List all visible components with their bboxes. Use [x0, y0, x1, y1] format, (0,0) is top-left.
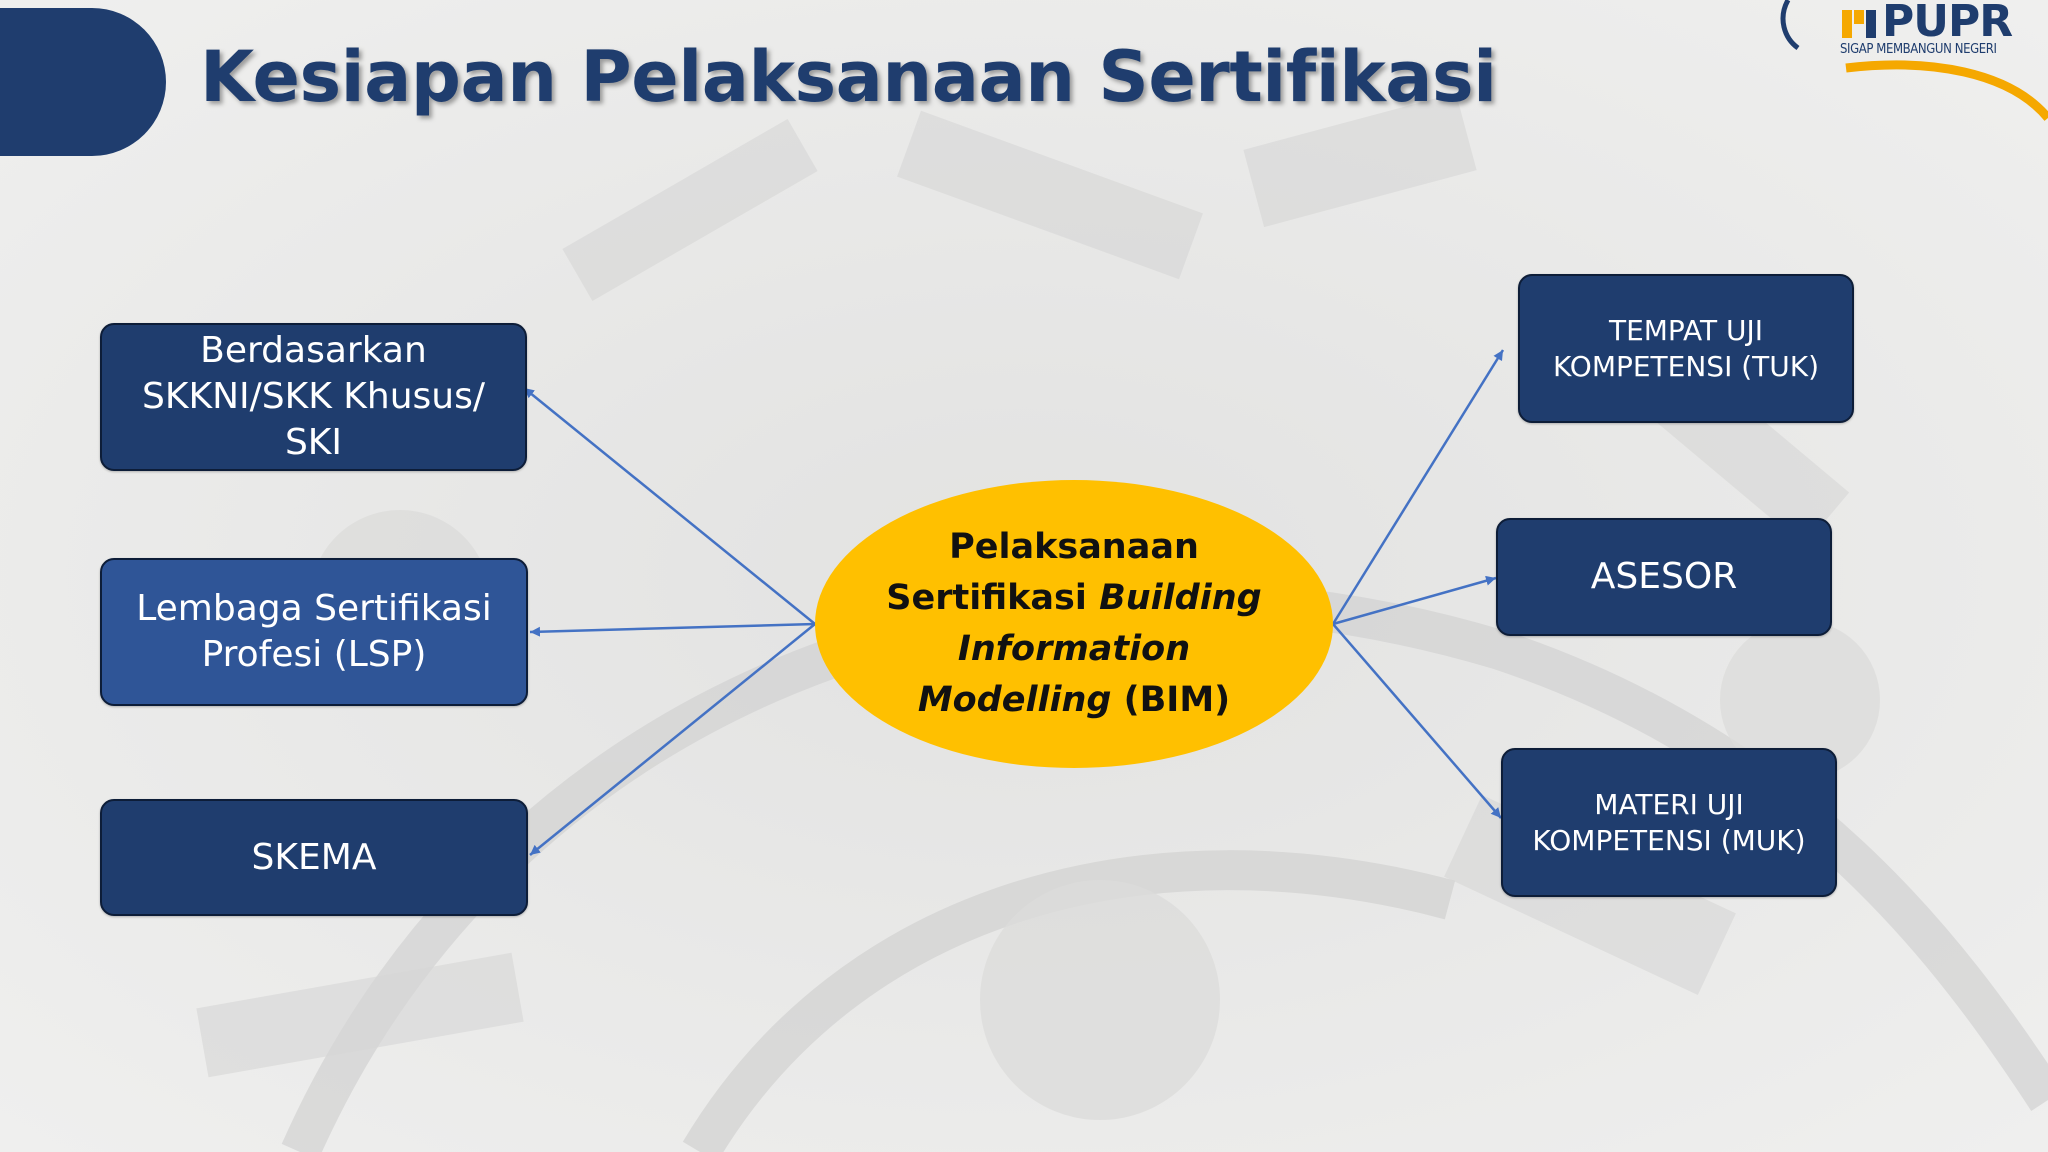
- node-muk: MATERI UJI KOMPETENSI (MUK): [1501, 748, 1837, 897]
- node-lsp: Lembaga Sertifikasi Profesi (LSP): [100, 558, 528, 706]
- center-label-line-2: Sertifikasi Building: [886, 573, 1261, 624]
- node-tuk: TEMPAT UJI KOMPETENSI (TUK): [1518, 274, 1854, 423]
- center-node-label: Pelaksanaan Sertifikasi Building Informa…: [886, 522, 1261, 726]
- center-label-line-4: Modelling (BIM): [886, 675, 1261, 726]
- node-skkni-label: Berdasarkan SKKNI/SKK Khusus/ SKI: [142, 330, 485, 463]
- center-node-bim: Pelaksanaan Sertifikasi Building Informa…: [815, 480, 1333, 768]
- node-skema-label: SKEMA: [251, 836, 377, 878]
- center-label-line-4-plain: (BIM): [1111, 680, 1231, 720]
- center-label-line-4-italic: Modelling: [917, 680, 1112, 720]
- node-tuk-label: TEMPAT UJI KOMPETENSI (TUK): [1552, 313, 1820, 383]
- title-accent-tab: [0, 8, 166, 156]
- page-title: Kesiapan Pelaksanaan Sertifikasi: [200, 36, 1497, 118]
- node-asesor-label: ASESOR: [1590, 556, 1738, 597]
- pupr-logo: PUPR SIGAP MEMBANGUN NEGERI: [1760, 0, 2048, 140]
- center-label-line-2-italic: Building: [1099, 578, 1262, 618]
- center-label-line-2-plain: Sertifikasi: [886, 578, 1100, 618]
- node-muk-label: MATERI UJI KOMPETENSI (MUK): [1532, 787, 1806, 857]
- logo-tagline: SIGAP MEMBANGUN NEGERI: [1840, 42, 1997, 57]
- logo-wordmark: PUPR: [1882, 0, 2013, 47]
- pupr-emblem-icon: [1842, 10, 1876, 38]
- logo-swoosh: [1780, 0, 2048, 121]
- center-label-line-3: Information: [957, 629, 1191, 669]
- node-lsp-label: Lembaga Sertifikasi Profesi (LSP): [136, 588, 492, 675]
- node-skkni: Berdasarkan SKKNI/SKK Khusus/ SKI: [100, 323, 527, 471]
- node-skema: SKEMA: [100, 799, 528, 916]
- center-label-line-1: Pelaksanaan: [949, 527, 1199, 567]
- node-asesor: ASESOR: [1496, 518, 1832, 636]
